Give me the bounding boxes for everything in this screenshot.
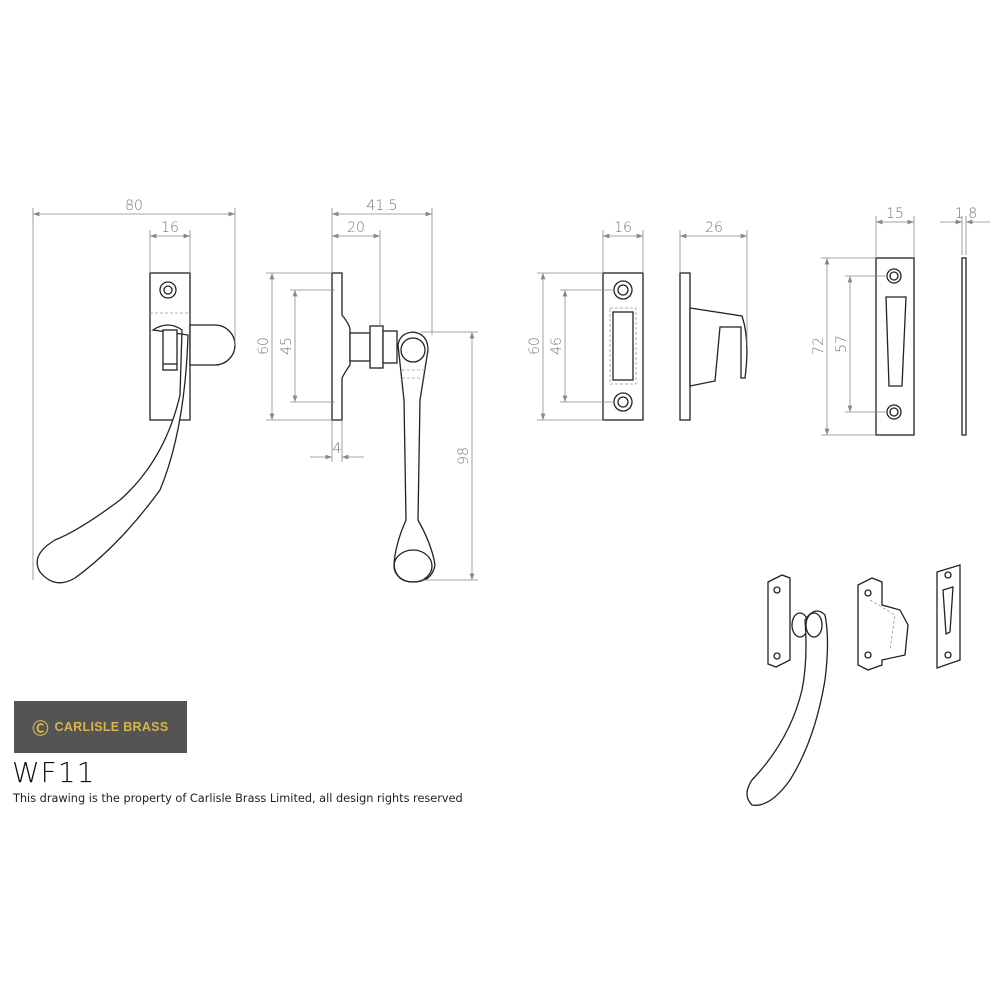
keep-front-view xyxy=(602,272,644,421)
dim-keep-16: 16 xyxy=(614,220,632,236)
brand-name: CARLISLE BRASS xyxy=(54,720,169,734)
dim-98: 98 xyxy=(456,447,472,465)
dim-1-8: 1.8 xyxy=(955,206,977,222)
dim-16: 16 xyxy=(161,220,179,236)
dim-20: 20 xyxy=(347,220,365,236)
c-monogram-icon: Ⓒ xyxy=(32,719,49,738)
dim-41-5: 41.5 xyxy=(366,198,397,214)
keep-side-view xyxy=(679,272,748,421)
dim-72: 72 xyxy=(811,337,827,355)
dim-60: 60 xyxy=(256,337,272,355)
dim-4: 4 xyxy=(333,441,342,457)
striker-front-view xyxy=(875,257,915,436)
handle-side-view xyxy=(331,272,436,583)
dim-15: 15 xyxy=(886,206,904,222)
dim-80: 80 xyxy=(125,198,143,214)
dim-45: 45 xyxy=(279,337,295,355)
copyright-note: This drawing is the property of Carlisle… xyxy=(13,792,463,805)
brand-logo: Ⓒ CARLISLE BRASS xyxy=(14,701,187,753)
dimension-lines xyxy=(32,208,990,581)
product-code: WF11 xyxy=(12,756,96,789)
dim-46: 46 xyxy=(549,337,565,355)
dim-keep-60: 60 xyxy=(527,337,543,355)
dim-57: 57 xyxy=(834,335,850,353)
handle-front-view xyxy=(36,272,236,584)
striker-side-view xyxy=(961,257,967,436)
dim-26: 26 xyxy=(705,220,723,236)
isometric-assembly-view xyxy=(746,564,961,806)
